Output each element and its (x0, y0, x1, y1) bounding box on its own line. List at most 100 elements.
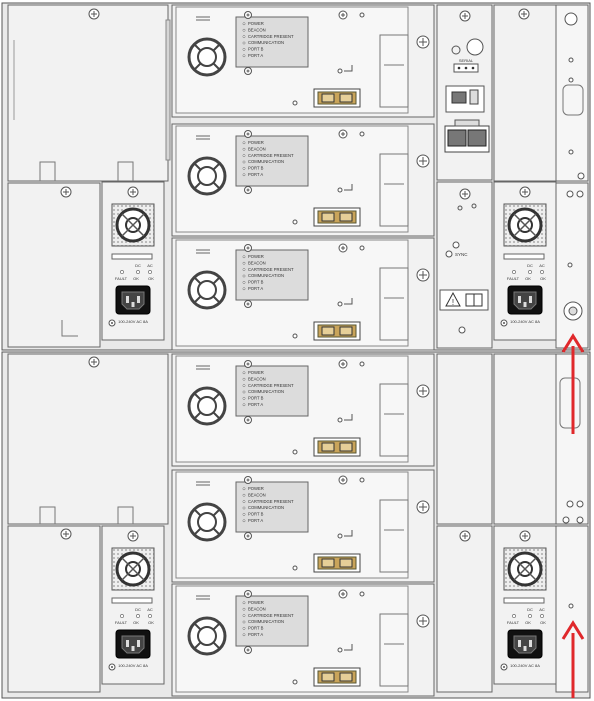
thumbscrew-icon[interactable] (519, 530, 531, 542)
status-led (242, 377, 246, 381)
status-label: PORT A (248, 53, 263, 58)
thumbscrew-icon[interactable] (244, 186, 252, 194)
status-label: POWER (248, 486, 264, 491)
ac-inlet-icon[interactable] (115, 629, 151, 659)
thumbscrew-icon[interactable] (244, 590, 252, 598)
fan-icon (187, 616, 227, 656)
thumbscrew-icon[interactable] (338, 359, 348, 369)
status-led (242, 154, 246, 157)
led-label: OK (133, 620, 139, 625)
thumbscrew-icon[interactable] (416, 154, 430, 168)
led-label: OK (540, 276, 546, 281)
led-label: FAULT (507, 620, 520, 625)
thumbscrew-icon[interactable] (338, 243, 348, 253)
ethernet-port-icon[interactable] (447, 129, 467, 147)
status-label: PORT A (248, 172, 263, 177)
ac-inlet-icon[interactable] (115, 285, 151, 315)
status-led (242, 397, 246, 400)
status-label: PORT A (248, 518, 263, 523)
status-label: COMMUNICATION (248, 159, 284, 164)
thumbscrew-icon[interactable] (244, 532, 252, 540)
status-label: PORT A (248, 286, 263, 291)
thumbscrew-icon[interactable] (244, 244, 252, 252)
thumbscrew-icon[interactable] (127, 186, 139, 198)
fan-icon (187, 502, 227, 542)
thumbscrew-icon[interactable] (416, 268, 430, 282)
rating-label: 100-240V AC 8A (510, 319, 540, 324)
blank-panel-top-left (7, 4, 171, 182)
fan-icon (503, 203, 547, 247)
fan-icon (187, 156, 227, 196)
thumbscrew-icon[interactable] (244, 360, 252, 368)
thumbscrew-icon[interactable] (244, 11, 252, 19)
ethernet-port-icon[interactable] (451, 91, 467, 104)
thumbscrew-icon[interactable] (338, 10, 348, 20)
led-label: OK (525, 276, 531, 281)
status-led (242, 255, 246, 259)
status-label: POWER (248, 21, 264, 26)
rating-label: 100-240V AC 8A (118, 319, 148, 324)
status-led (242, 22, 246, 26)
fc-port-pair[interactable] (313, 88, 361, 108)
thumbscrew-icon[interactable] (244, 646, 252, 654)
ac-inlet-icon[interactable] (507, 629, 543, 659)
usb-icon[interactable] (469, 89, 479, 105)
status-led (242, 403, 246, 407)
power-button[interactable] (466, 38, 484, 56)
status-led (242, 54, 246, 58)
thumbscrew-icon[interactable] (127, 530, 139, 542)
thumbscrew-icon[interactable] (338, 475, 348, 485)
thumbscrew-icon[interactable] (244, 416, 252, 424)
status-led (242, 41, 246, 45)
status-label: CARTRIDGE PRESENT (248, 383, 294, 388)
thumbscrew-icon[interactable] (244, 300, 252, 308)
thumbscrew-icon[interactable] (500, 319, 508, 327)
led-label: OK (540, 620, 546, 625)
thumbscrew-icon[interactable] (500, 663, 508, 671)
status-led (242, 493, 246, 497)
thumbscrew-icon[interactable] (244, 476, 252, 484)
thumbscrew-icon[interactable] (338, 129, 348, 139)
fc-port-pair[interactable] (313, 207, 361, 227)
thumbscrew-icon[interactable] (416, 35, 430, 49)
thumbscrew-icon[interactable] (108, 319, 116, 327)
ac-inlet-icon[interactable] (507, 285, 543, 315)
ethernet-port-icon[interactable] (467, 129, 487, 147)
thumbscrew-icon[interactable] (519, 186, 531, 198)
serial-label: SERIAL (459, 58, 474, 63)
fc-port-pair[interactable] (313, 437, 361, 457)
thumbscrew-icon[interactable] (244, 67, 252, 75)
status-label: PORT B (248, 626, 264, 631)
led-label: DC (527, 263, 533, 268)
status-led (242, 390, 246, 394)
status-led (242, 519, 246, 523)
thumbscrew-icon[interactable] (338, 589, 348, 599)
led-label: OK (133, 276, 139, 281)
status-led (242, 513, 246, 516)
fc-port-pair[interactable] (313, 667, 361, 687)
status-led (242, 607, 246, 611)
led-label: DC (135, 263, 141, 268)
led-label: DC (135, 607, 141, 612)
status-label: CARTRIDGE PRESENT (248, 34, 294, 39)
fc-port-pair[interactable] (313, 321, 361, 341)
thumbscrew-icon[interactable] (244, 130, 252, 138)
blank-panel-bottom-left (7, 525, 101, 693)
fan-icon (187, 37, 227, 77)
status-label: BEACON (248, 27, 266, 32)
led-label: DC (527, 607, 533, 612)
thumbscrew-icon[interactable] (108, 663, 116, 671)
thumbscrew-icon[interactable] (416, 500, 430, 514)
thumbscrew-icon[interactable] (416, 384, 430, 398)
blank-panel-lower-left (7, 353, 169, 525)
fc-port-pair[interactable] (313, 553, 361, 573)
warning-icon (445, 291, 461, 307)
thumbscrew-icon[interactable] (416, 614, 430, 628)
status-label: PORT B (248, 280, 264, 285)
